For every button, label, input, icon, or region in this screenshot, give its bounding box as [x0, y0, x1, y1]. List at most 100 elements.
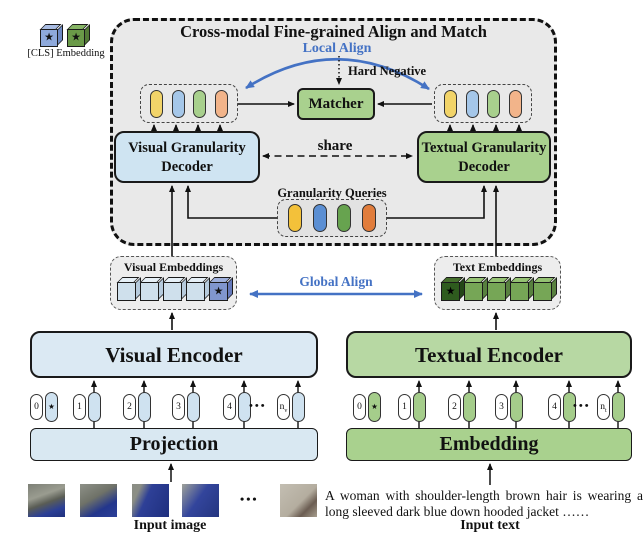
token-index: 2: [123, 394, 136, 420]
text-token: [510, 392, 523, 422]
granularity-token-blue: [465, 89, 479, 118]
input-image-patch: [80, 484, 117, 517]
n-subscript: t: [605, 407, 607, 414]
cls-star-icon: ★: [213, 284, 224, 297]
share-label: share: [317, 138, 353, 154]
visual-token-pair: nv: [277, 392, 305, 422]
text-embeddings-box: Text Embeddings ★: [434, 256, 561, 310]
textual-granularity-tokens-group: [434, 84, 532, 123]
textual-decoder-line1: Textual Granularity: [421, 140, 547, 156]
input-image-patch: [28, 484, 65, 517]
input-image-label: Input image: [133, 518, 207, 533]
token-index: 0: [353, 394, 366, 420]
token-ellipsis: •••: [573, 400, 591, 412]
text-embedding-cube: [510, 282, 529, 301]
visual-token-pair: 1: [73, 392, 101, 422]
visual-token: [88, 392, 101, 422]
projection-box: Projection: [30, 428, 318, 461]
token-index-n: nv: [277, 394, 290, 420]
granularity-token-orange: [509, 89, 523, 118]
n-label: n: [279, 402, 285, 412]
textual-granularity-decoder-box: Textual Granularity Decoder: [417, 131, 551, 183]
visual-granularity-tokens-group: [140, 84, 238, 123]
visual-encoder-box: Visual Encoder: [30, 331, 318, 378]
token-index: 3: [172, 394, 185, 420]
text-token-pair: 0 ★: [353, 392, 381, 422]
hard-negative-label: Hard Negative: [348, 64, 427, 78]
granularity-queries-label: Granularity Queries: [277, 186, 387, 200]
n-label: n: [600, 402, 606, 412]
cls-visual-cube-icon: ★: [40, 29, 58, 47]
token-index: 2: [448, 394, 461, 420]
text-token: [413, 392, 426, 422]
granularity-token-orange: [215, 89, 229, 118]
cls-embedding-legend-label: [CLS] Embedding: [27, 48, 105, 59]
visual-embedding-cube: [140, 282, 159, 301]
token-index: 3: [495, 394, 508, 420]
input-text-content: A woman with shoulder-length brown hair …: [325, 488, 643, 519]
token-ellipsis: •••: [249, 400, 267, 412]
text-token-pair: 1: [398, 392, 426, 422]
global-align-label: Global Align: [299, 274, 373, 289]
query-token-yellow: [288, 204, 303, 232]
visual-embedding-cube: [186, 282, 205, 301]
visual-token: [292, 392, 305, 422]
embedding-box: Embedding: [346, 428, 632, 461]
visual-token-pair: 4: [223, 392, 251, 422]
granularity-token-green: [193, 89, 207, 118]
input-text-label: Input text: [460, 518, 520, 533]
visual-embedding-cube: [163, 282, 182, 301]
granularity-queries-group: [277, 199, 387, 237]
granularity-token-yellow: [149, 89, 163, 118]
visual-decoder-line1: Visual Granularity: [128, 140, 246, 156]
text-token-pair: 3: [495, 392, 523, 422]
text-embedding-cube: [533, 282, 552, 301]
query-token-blue: [312, 204, 327, 232]
granularity-token-green: [487, 89, 501, 118]
visual-token: [187, 392, 200, 422]
query-token-orange: [361, 204, 376, 232]
input-image-patch: [280, 484, 317, 517]
visual-token-pair: 2: [123, 392, 151, 422]
text-embeddings-label: Text Embeddings: [452, 260, 543, 274]
panel-title: Cross-modal Fine-grained Align and Match: [180, 22, 487, 41]
local-align-label: Local Align: [302, 41, 372, 56]
image-ellipsis: •••: [240, 492, 259, 506]
n-subscript: v: [284, 407, 288, 414]
query-token-green: [337, 204, 352, 232]
text-token-pair: 2: [448, 392, 476, 422]
visual-granularity-decoder-box: Visual Granularity Decoder: [114, 131, 260, 183]
granularity-token-blue: [171, 89, 185, 118]
cls-star-icon: ★: [71, 31, 81, 44]
cls-star-icon: ★: [445, 284, 456, 297]
token-index-n: nt: [597, 394, 610, 420]
text-cls-token: ★: [368, 392, 381, 422]
visual-token: [138, 392, 151, 422]
visual-decoder-line2: Decoder: [161, 158, 213, 175]
matcher-box: Matcher: [297, 88, 375, 120]
input-image-patch: [182, 484, 219, 517]
textual-decoder-line2: Decoder: [458, 158, 510, 175]
text-token-pair: nt: [597, 392, 625, 422]
text-token-pair: 4: [548, 392, 576, 422]
text-token: [463, 392, 476, 422]
text-cls-embedding-cube: ★: [441, 282, 460, 301]
text-embedding-cube: [487, 282, 506, 301]
cls-text-cube-icon: ★: [67, 29, 85, 47]
visual-embeddings-box: Visual Embeddings ★: [110, 256, 237, 310]
token-index: 4: [223, 394, 236, 420]
visual-token-pair: 0 ★: [30, 392, 58, 422]
visual-embeddings-label: Visual Embeddings: [123, 260, 224, 274]
text-embedding-cube: [464, 282, 483, 301]
token-index: 4: [548, 394, 561, 420]
textual-encoder-box: Textual Encoder: [346, 331, 632, 378]
visual-cls-token: ★: [45, 392, 58, 422]
text-token: [612, 392, 625, 422]
granularity-token-yellow: [443, 89, 457, 118]
token-index: 1: [398, 394, 411, 420]
visual-embedding-cube: [117, 282, 136, 301]
cls-star-icon: ★: [44, 31, 54, 44]
visual-cls-embedding-cube: ★: [209, 282, 228, 301]
token-index: 1: [73, 394, 86, 420]
